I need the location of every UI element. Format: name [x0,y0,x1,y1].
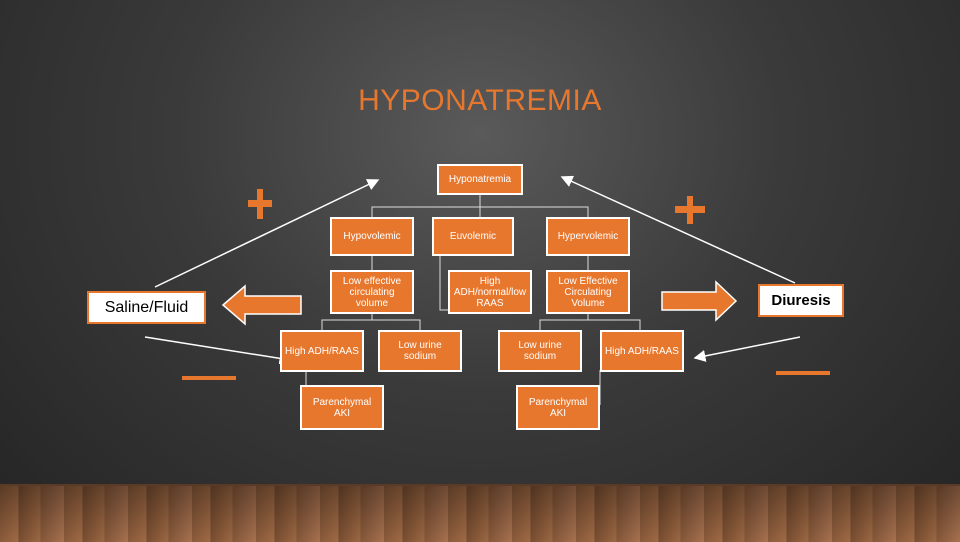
node-low-effective-volume-hyper: Low Effective Circulating Volume [546,270,630,314]
treatment-left: Saline/Fluid [87,291,206,324]
node-hypovolemic: Hypovolemic [330,217,414,256]
slide-title: HYPONATREMIA [358,84,602,117]
plus-icon [248,189,272,219]
minus-icon [182,376,236,380]
plus-icon [675,196,705,224]
arrow-right-icon [661,280,738,322]
node-hypervolemic: Hypervolemic [546,217,630,256]
node-low-urine-sodium-hyper: Low urine sodium [498,330,582,372]
arrow-left-icon [221,284,302,326]
node-parenchymal-aki-hypo: Parenchymal AKI [300,385,384,430]
node-low-urine-sodium-hypo: Low urine sodium [378,330,462,372]
treatment-right: Diuresis [758,284,844,317]
minus-icon [776,371,830,375]
node-parenchymal-aki-hyper: Parenchymal AKI [516,385,600,430]
node-euvolemic: Euvolemic [432,217,514,256]
node-high-adh-raas-hypo: High ADH/RAAS [280,330,364,372]
node-high-adh-normal-low-raas: High ADH/normal/low RAAS [448,270,532,314]
node-root: Hyponatremia [437,164,523,195]
node-high-adh-raas-hyper: High ADH/RAAS [600,330,684,372]
wood-floor [0,484,960,542]
node-low-effective-volume: Low effective circulating volume [330,270,414,314]
